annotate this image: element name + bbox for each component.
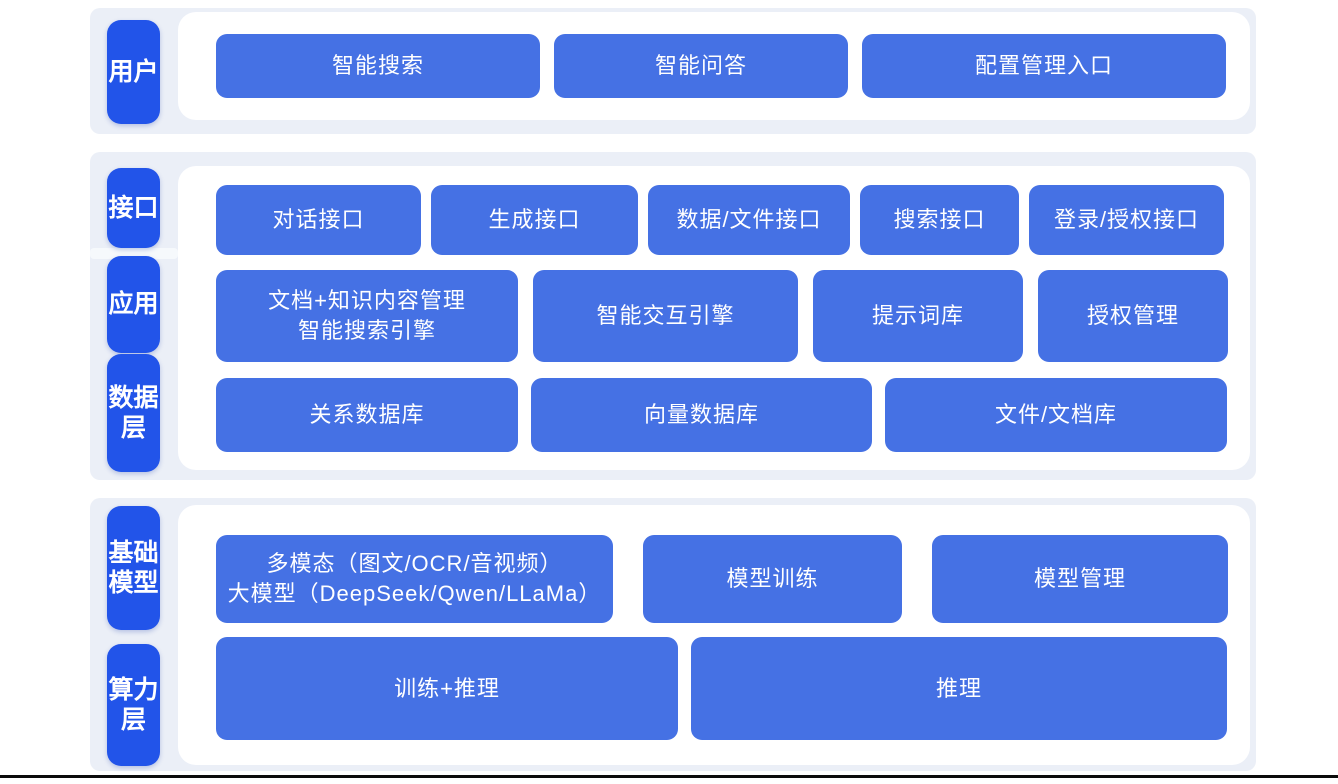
btn-auth-management: 授权管理 bbox=[1038, 270, 1228, 362]
btn-smart-search: 智能搜索 bbox=[216, 34, 540, 98]
footer-divider-line bbox=[0, 775, 1338, 778]
row-data-layer: 关系数据库 向量数据库 文件/文档库 bbox=[216, 378, 1228, 452]
btn-vector-db: 向量数据库 bbox=[531, 378, 872, 452]
panel-foundation-layers: 多模态（图文/OCR/音视频） 大模型（DeepSeek/Qwen/LLaMa）… bbox=[178, 505, 1250, 765]
btn-multimodal-llm: 多模态（图文/OCR/音视频） 大模型（DeepSeek/Qwen/LLaMa） bbox=[216, 535, 613, 623]
btn-file-doc-db: 文件/文档库 bbox=[885, 378, 1227, 452]
btn-data-file-api: 数据/文件接口 bbox=[648, 185, 850, 255]
layer-tag-application: 应用 bbox=[107, 256, 160, 353]
layer-tag-user: 用户 bbox=[107, 20, 160, 124]
btn-prompt-library: 提示词库 bbox=[813, 270, 1023, 362]
btn-model-training: 模型训练 bbox=[643, 535, 902, 623]
btn-line-2: 大模型（DeepSeek/Qwen/LLaMa） bbox=[227, 581, 602, 606]
btn-relational-db: 关系数据库 bbox=[216, 378, 518, 452]
btn-generation-api: 生成接口 bbox=[431, 185, 638, 255]
panel-user-layer: 智能搜索 智能问答 配置管理入口 bbox=[178, 12, 1250, 120]
btn-dialog-api: 对话接口 bbox=[216, 185, 421, 255]
gutter-divider bbox=[90, 248, 178, 259]
btn-model-management: 模型管理 bbox=[932, 535, 1228, 623]
btn-doc-knowledge-search-engine: 文档+知识内容管理 智能搜索引擎 bbox=[216, 270, 518, 362]
row-foundation-model: 多模态（图文/OCR/音视频） 大模型（DeepSeek/Qwen/LLaMa）… bbox=[216, 535, 1228, 623]
btn-search-api: 搜索接口 bbox=[860, 185, 1019, 255]
btn-line-2: 智能搜索引擎 bbox=[297, 318, 436, 343]
btn-interactive-engine: 智能交互引擎 bbox=[533, 270, 798, 362]
btn-login-auth-api: 登录/授权接口 bbox=[1029, 185, 1224, 255]
layer-tag-data: 数据层 bbox=[107, 354, 160, 472]
layer-tag-foundation-model: 基础模型 bbox=[107, 506, 160, 630]
layer-tag-interface: 接口 bbox=[107, 168, 160, 248]
btn-config-management-entry: 配置管理入口 bbox=[862, 34, 1226, 98]
btn-smart-qa: 智能问答 bbox=[554, 34, 848, 98]
btn-line-1: 文档+知识内容管理 bbox=[268, 288, 466, 314]
btn-inference: 推理 bbox=[691, 637, 1227, 740]
btn-line-1: 多模态（图文/OCR/音视频） bbox=[266, 551, 563, 577]
row-application: 文档+知识内容管理 智能搜索引擎 智能交互引擎 提示词库 授权管理 bbox=[216, 270, 1228, 362]
row-api: 对话接口 生成接口 数据/文件接口 搜索接口 登录/授权接口 bbox=[216, 185, 1228, 255]
layer-tag-compute: 算力层 bbox=[107, 644, 160, 766]
panel-middle-layers: 对话接口 生成接口 数据/文件接口 搜索接口 登录/授权接口 文档+知识内容管理… bbox=[178, 166, 1250, 470]
btn-training-inference: 训练+推理 bbox=[216, 637, 678, 740]
row-compute: 训练+推理 推理 bbox=[216, 637, 1228, 740]
row-user-entries: 智能搜索 智能问答 配置管理入口 bbox=[216, 34, 1228, 98]
